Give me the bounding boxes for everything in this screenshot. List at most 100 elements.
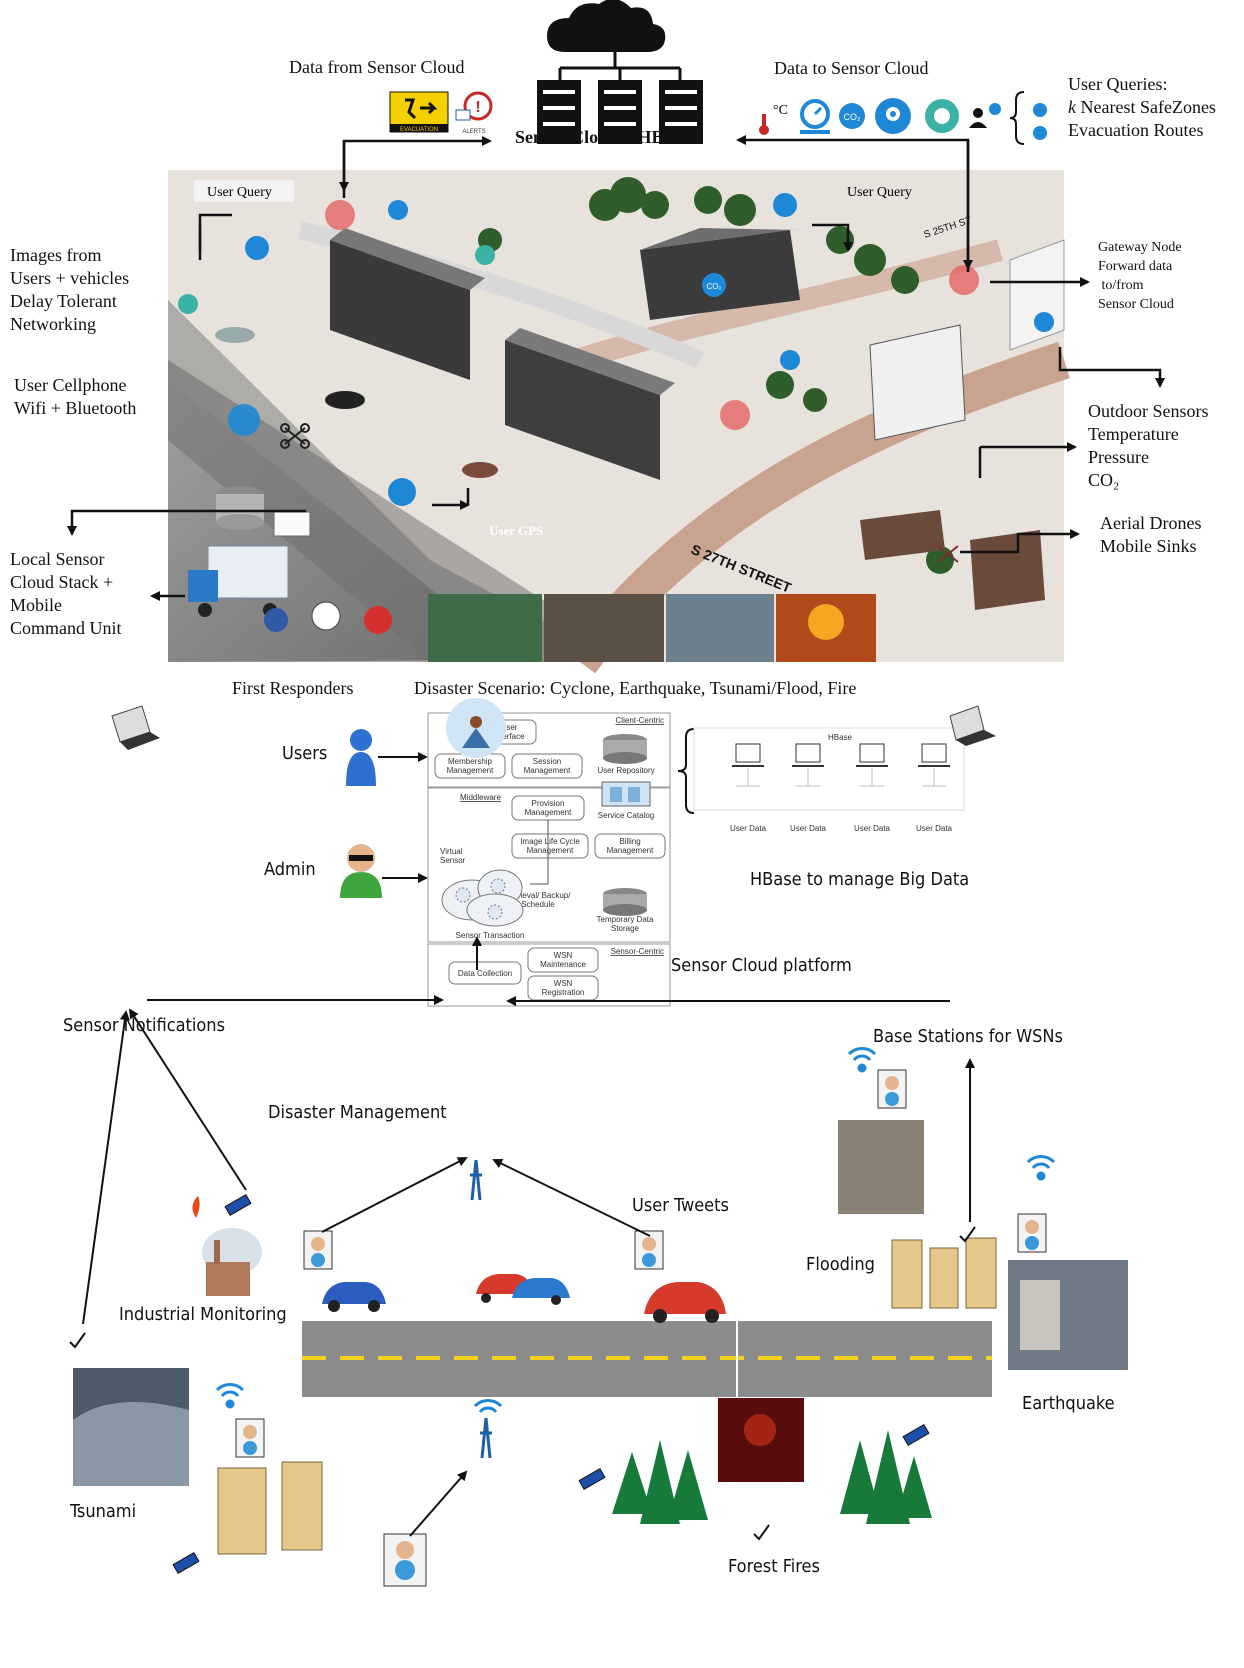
service-catalog-label: Service Catalog (598, 811, 654, 820)
base-station-laptop-icon (949, 705, 996, 746)
arrow-local-stack (67, 509, 306, 536)
camera-sensor-icon (925, 99, 959, 133)
retrieval-label: Retrieval/ Backup/Schedule (506, 891, 572, 909)
disaster-scenario-label: Disaster Scenario: Cyclone, Earthquake, … (414, 678, 857, 698)
images-dtn-label: Images from Users + vehicles Delay Toler… (10, 245, 130, 334)
laptop-icon (273, 511, 311, 537)
cell-tower-icon (470, 1159, 492, 1459)
sensor-cloud-label: Sensor Cloud + HBase (515, 127, 688, 147)
earthquake-label: Earthquake (1022, 1393, 1115, 1414)
client-centric-header: Client-Centric (616, 716, 664, 725)
user-gps-label: User GPS (489, 523, 543, 538)
data-to-cloud-label: Data to Sensor Cloud (774, 58, 929, 78)
cellphone-label: User Cellphone Wifi + Bluetooth (14, 375, 137, 418)
hbase-caption: HBase to manage Big Data (750, 869, 970, 890)
data-collection-box: Data Collection (458, 969, 512, 978)
disaster-management-icon (446, 698, 506, 758)
flooding-label: Flooding (806, 1254, 875, 1275)
command-truck-icon (188, 545, 289, 617)
arrow-outdoor (1058, 347, 1165, 388)
flooding-photo (838, 1120, 924, 1214)
base-stations-label: Base Stations for WSNs (873, 1026, 1063, 1047)
location-pin-icon (875, 98, 911, 134)
disaster-management-label: Disaster Management (268, 1102, 447, 1123)
server-rack-icon (537, 52, 703, 144)
arrow-drones (960, 529, 1080, 554)
svg-text:!: ! (475, 99, 480, 116)
city-map: User Query User Query User GPS S 27TH ST… (168, 170, 1070, 674)
sensor-notifications-label: Sensor Notifications (63, 1015, 225, 1036)
outdoor-sensors-label: Outdoor Sensors Temperature Pressure CO₂ (1088, 401, 1209, 490)
user-tweets-label: User Tweets (632, 1195, 729, 1216)
query-brace (1009, 91, 1025, 145)
svg-text:CO₂: CO₂ (844, 112, 862, 122)
first-responders-icon (264, 601, 392, 634)
user-repository-label: User Repository (597, 766, 654, 775)
virtual-sensor-cloud-icon (441, 869, 524, 927)
temperature-unit: °C (773, 103, 788, 118)
gateway-tower-icon (325, 200, 979, 430)
tsunami-label: Tsunami (70, 1501, 137, 1522)
wifi-icon (215, 1047, 1056, 1414)
evacuation-sign-icon: EVACUATION (389, 91, 449, 133)
hbase-node-label: User Data (730, 824, 767, 833)
user-query-item: Evacuation Routes (1068, 120, 1204, 140)
alert-icon: ! ALERTS (455, 91, 493, 135)
user-query-label-right: User Query (847, 185, 912, 200)
forest-icon (612, 1430, 932, 1524)
user-list-icon (1033, 103, 1047, 140)
sensor-centric-header: Sensor-Centric (611, 947, 664, 956)
user-query-icon (969, 103, 1001, 128)
aerial-drones-label: Aerial Drones Mobile Sinks (1100, 513, 1202, 556)
data-from-cloud-label: Data from Sensor Cloud (289, 57, 465, 77)
users-label: Users (282, 743, 328, 764)
pressure-gauge-icon (800, 99, 830, 134)
factory-icon (192, 1196, 262, 1296)
user-repository-icon (603, 734, 647, 764)
user-queries-title: User Queries: (1068, 74, 1168, 94)
platform-caption: Sensor Cloud platform (671, 955, 852, 976)
admin-label: Admin (264, 859, 316, 880)
cloud-icon (547, 0, 666, 52)
twitter-user-icon (235, 1069, 1047, 1587)
gateway-node-label: Gateway Node Forward data to/from Sensor… (1098, 240, 1182, 312)
disaster-photo-strip (428, 594, 876, 662)
hbase-title: HBase (828, 733, 853, 742)
admin-icon (340, 844, 382, 898)
users-icon (346, 729, 376, 786)
temp-storage-icon (603, 888, 647, 916)
hbase-node-label: User Data (854, 824, 891, 833)
sensor-cloud-platform: Client-Centric Middleware Sensor-Centric… (340, 712, 965, 1007)
notification-laptop-icon (111, 705, 160, 750)
first-responders-label: First Responders (232, 678, 354, 698)
drone-icon (280, 423, 959, 563)
svg-text:CO₂: CO₂ (706, 282, 721, 291)
database-icon (216, 486, 264, 530)
forest-fires-label: Forest Fires (728, 1556, 820, 1577)
co2-sensor-icon: CO₂ (839, 103, 865, 129)
wsn-scene (69, 698, 1128, 1587)
car-icon (322, 1274, 726, 1323)
thermometer-icon (759, 114, 769, 135)
industrial-monitoring-label: Industrial Monitoring (119, 1304, 287, 1325)
local-stack-label: Local Sensor Cloud Stack + Mobile Comman… (10, 549, 122, 638)
svg-text:EVACUATION: EVACUATION (400, 127, 438, 133)
svg-text:ALERTS: ALERTS (462, 129, 485, 135)
middleware-header: Middleware (460, 793, 501, 802)
wsn-node-icon (172, 1193, 930, 1575)
hbase-nodes (732, 743, 950, 787)
sensor-transaction-label: Sensor Transaction (456, 931, 525, 940)
service-catalog-icon (601, 781, 651, 807)
hbase-node-label: User Data (916, 824, 953, 833)
